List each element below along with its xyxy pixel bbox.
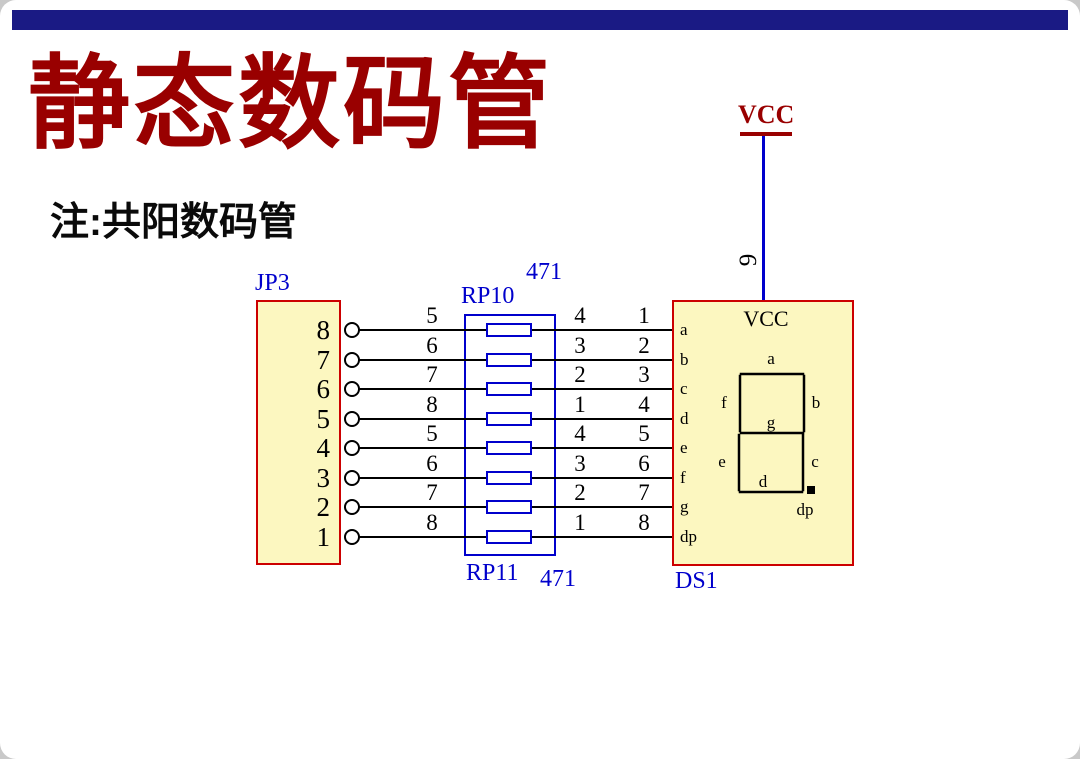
ds1-pin-number: 7 (638, 480, 650, 505)
rp-left-pin-number: 7 (426, 362, 438, 387)
jp3-pin-number: 8 (316, 315, 331, 345)
rp-right-pin-number: 4 (574, 303, 586, 328)
rp-left-pin-number: 8 (426, 391, 438, 417)
digit-label-a: a (767, 349, 775, 368)
ds1-designator: DS1 (675, 568, 718, 594)
ds1-segment-pin-label: f (680, 467, 686, 487)
resistor-body (486, 382, 532, 396)
resistor-body (486, 411, 532, 426)
jp3-pin-number: 6 (316, 374, 331, 404)
resistor-body (486, 441, 532, 455)
ds1-pin-number: 3 (638, 362, 650, 387)
jp3-pin-circle (344, 351, 360, 368)
jp3-pin-circle (344, 381, 360, 397)
rp-right-pin-number: 3 (574, 450, 586, 476)
rp-left-pin-number: 5 (426, 303, 438, 328)
resistor-body (486, 470, 532, 485)
ds1-pin-number: 6 (638, 450, 650, 476)
rp11-designator: RP11 (466, 560, 519, 586)
jp3-pin-number: 3 (316, 462, 331, 493)
rp-left-pin-number: 5 (426, 421, 438, 446)
ds1-vcc-pin-label: VCC (743, 306, 789, 331)
jp3-pin-number: 2 (316, 492, 331, 522)
jp3-pin-circle (344, 499, 360, 515)
rp10-designator: RP10 (461, 283, 515, 309)
jp3-pin-circle (344, 528, 360, 545)
rp-left-pin-number: 8 (426, 509, 438, 535)
ds1-pin-number: 2 (638, 332, 650, 358)
resistor-body (486, 323, 532, 337)
jp3-pin-number: 4 (316, 433, 331, 463)
slide-subtitle: 注:共阳数码管 (50, 201, 297, 244)
digit-label-d: d (759, 472, 768, 491)
rp-left-pin-number: 6 (426, 450, 438, 476)
resistor-body (486, 500, 532, 514)
digit-label-g: g (767, 413, 776, 432)
vcc-power-label: VCC (738, 100, 795, 129)
jp3-pin-number: 1 (316, 521, 331, 552)
vcc-supply-wire (762, 136, 765, 300)
ds1-segment-pin-label: c (680, 379, 688, 398)
jp3-connector-box (256, 300, 341, 565)
ds1-segment-pin-label: dp (680, 526, 697, 546)
ds1-pin-number: 8 (638, 509, 650, 535)
jp3-pin-number: 7 (316, 344, 331, 375)
digit-label-b: b (812, 393, 821, 412)
rp11-value: 471 (540, 566, 576, 592)
jp3-pin-circle (344, 322, 360, 338)
rp-right-pin-number: 4 (574, 421, 586, 446)
ds1-segment-pin-label: g (680, 497, 689, 516)
slide-title: 静态数码管 (28, 47, 553, 161)
rp10-value: 471 (526, 259, 562, 285)
ds1-pin-number: 4 (638, 391, 650, 417)
ds1-segment-pin-label: a (680, 320, 688, 339)
top-accent-bar (12, 10, 1068, 30)
resistor-body (486, 529, 532, 544)
vcc-power-bar (740, 132, 792, 136)
jp3-designator: JP3 (255, 270, 290, 296)
digit-label-dp: dp (797, 500, 814, 519)
rp-right-pin-number: 1 (574, 391, 586, 417)
ds1-pin-number: 1 (638, 303, 650, 328)
digit-label-f: f (721, 393, 727, 412)
rp-right-pin-number: 2 (574, 362, 586, 387)
resistor-pack-outline (464, 314, 556, 556)
jp3-pin-circle (344, 440, 360, 456)
rp-right-pin-number: 1 (574, 509, 586, 535)
rp-left-pin-number: 7 (426, 480, 438, 505)
rp-left-pin-number: 6 (426, 332, 438, 358)
digit-label-e: e (718, 452, 726, 471)
rp-right-pin-number: 2 (574, 480, 586, 505)
ds1-segment-pin-label: e (680, 438, 688, 457)
digit-label-c: c (811, 452, 819, 471)
common-anode-pin-number: 9 (735, 253, 762, 267)
ds1-pin-number: 5 (638, 421, 650, 446)
ds1-segment-pin-label: d (680, 408, 689, 428)
jp3-pin-circle (344, 410, 360, 427)
jp3-pin-circle (344, 469, 360, 486)
jp3-pin-number: 5 (316, 403, 331, 434)
seven-segment-graphic: a f b g e c d dp (718, 349, 821, 519)
resistor-body (486, 352, 532, 367)
ds1-segment-pin-label: b (680, 349, 689, 369)
rp-right-pin-number: 3 (574, 332, 586, 358)
segment-dp-dot (807, 486, 815, 494)
